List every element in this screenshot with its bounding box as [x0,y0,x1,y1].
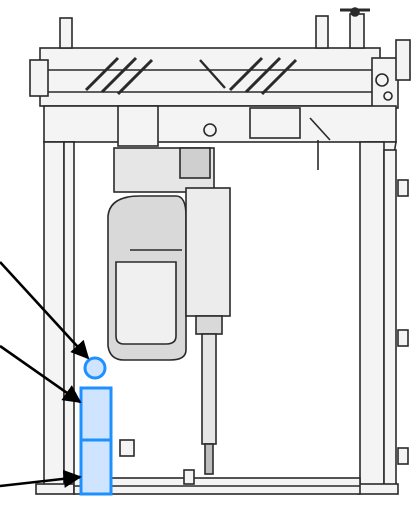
actuator-body [107,147,231,475]
sensor-upper-box [79,386,113,442]
bottom-rail [73,469,361,495]
sensor-lower-box [79,438,113,496]
support-band [42,105,397,170]
callout-arrow-middle [0,344,82,404]
sensor-top-circle [83,356,107,380]
callout-arrow-top [0,261,90,360]
callout-arrow-bottom [0,469,82,488]
callout-arrows [0,261,90,488]
frame-legs [35,141,409,495]
top-frame [29,7,411,109]
sensor-group [79,356,113,496]
